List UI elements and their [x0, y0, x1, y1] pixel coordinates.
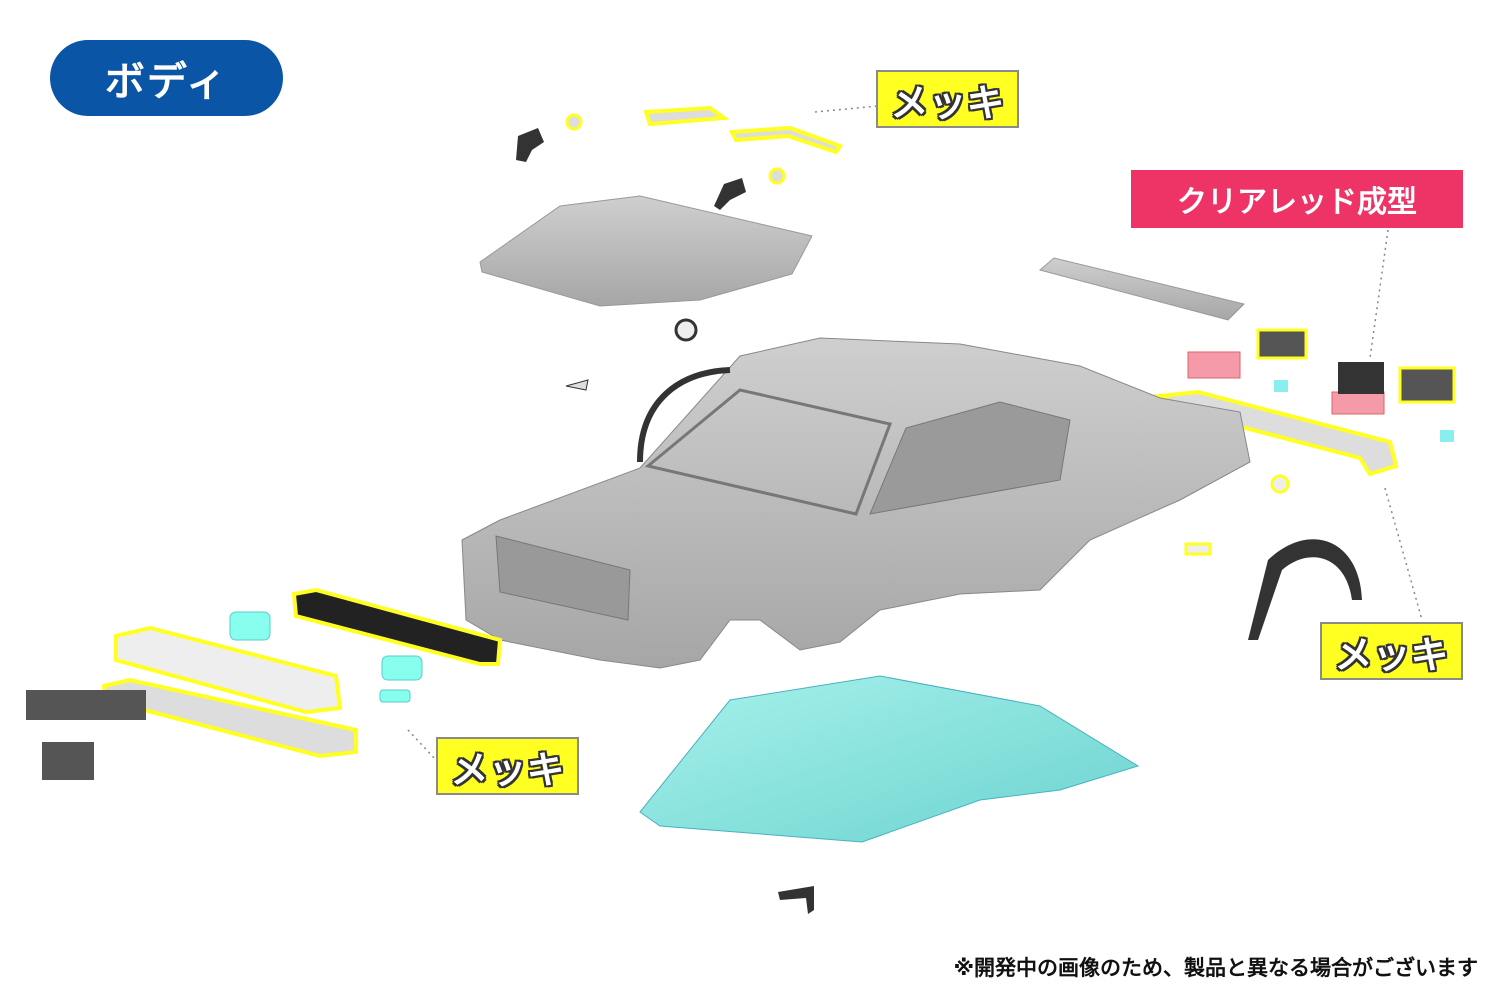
side-marker — [1184, 542, 1212, 556]
plated-label-bottom-text: メッキ — [450, 747, 565, 792]
plated-label-top: メッキ — [876, 70, 1019, 128]
footnote: ※開発中の画像のため、製品と異なる場合がございます — [953, 956, 1478, 980]
fender-flare — [1248, 539, 1362, 640]
small-trim — [565, 379, 589, 391]
plated-label-top-text: メッキ — [890, 80, 1005, 125]
front-bumper — [114, 625, 343, 715]
front-grille — [495, 535, 631, 621]
emblem — [674, 318, 698, 342]
rear-view-mirror — [778, 886, 814, 914]
leader-lines — [407, 105, 1423, 761]
headlight-lenses — [229, 611, 423, 703]
windshield-frame — [644, 388, 893, 516]
plate-left — [26, 690, 146, 720]
clear-red-label: クリアレッド成型 — [1131, 170, 1463, 228]
section-title-badge: ボディ — [50, 40, 283, 116]
trunk-lid — [1038, 257, 1245, 321]
front-panel — [291, 587, 503, 666]
fuel-cap — [1270, 474, 1290, 494]
rear-light-parts — [1187, 328, 1456, 442]
inner-fender-left — [637, 367, 731, 463]
hood — [479, 195, 813, 307]
plated-label-right: メッキ — [1320, 622, 1463, 680]
plate-small — [42, 742, 94, 780]
door-window — [869, 401, 1071, 515]
clear-red-label-text: クリアレッド成型 — [1177, 185, 1417, 220]
wiper-parts — [643, 105, 844, 155]
mirror-parts — [516, 113, 786, 210]
plated-label-bottom: メッキ — [436, 737, 579, 795]
section-title: ボディ — [104, 59, 229, 105]
plated-label-right-text: メッキ — [1334, 632, 1449, 677]
clear-window-part — [639, 675, 1140, 843]
